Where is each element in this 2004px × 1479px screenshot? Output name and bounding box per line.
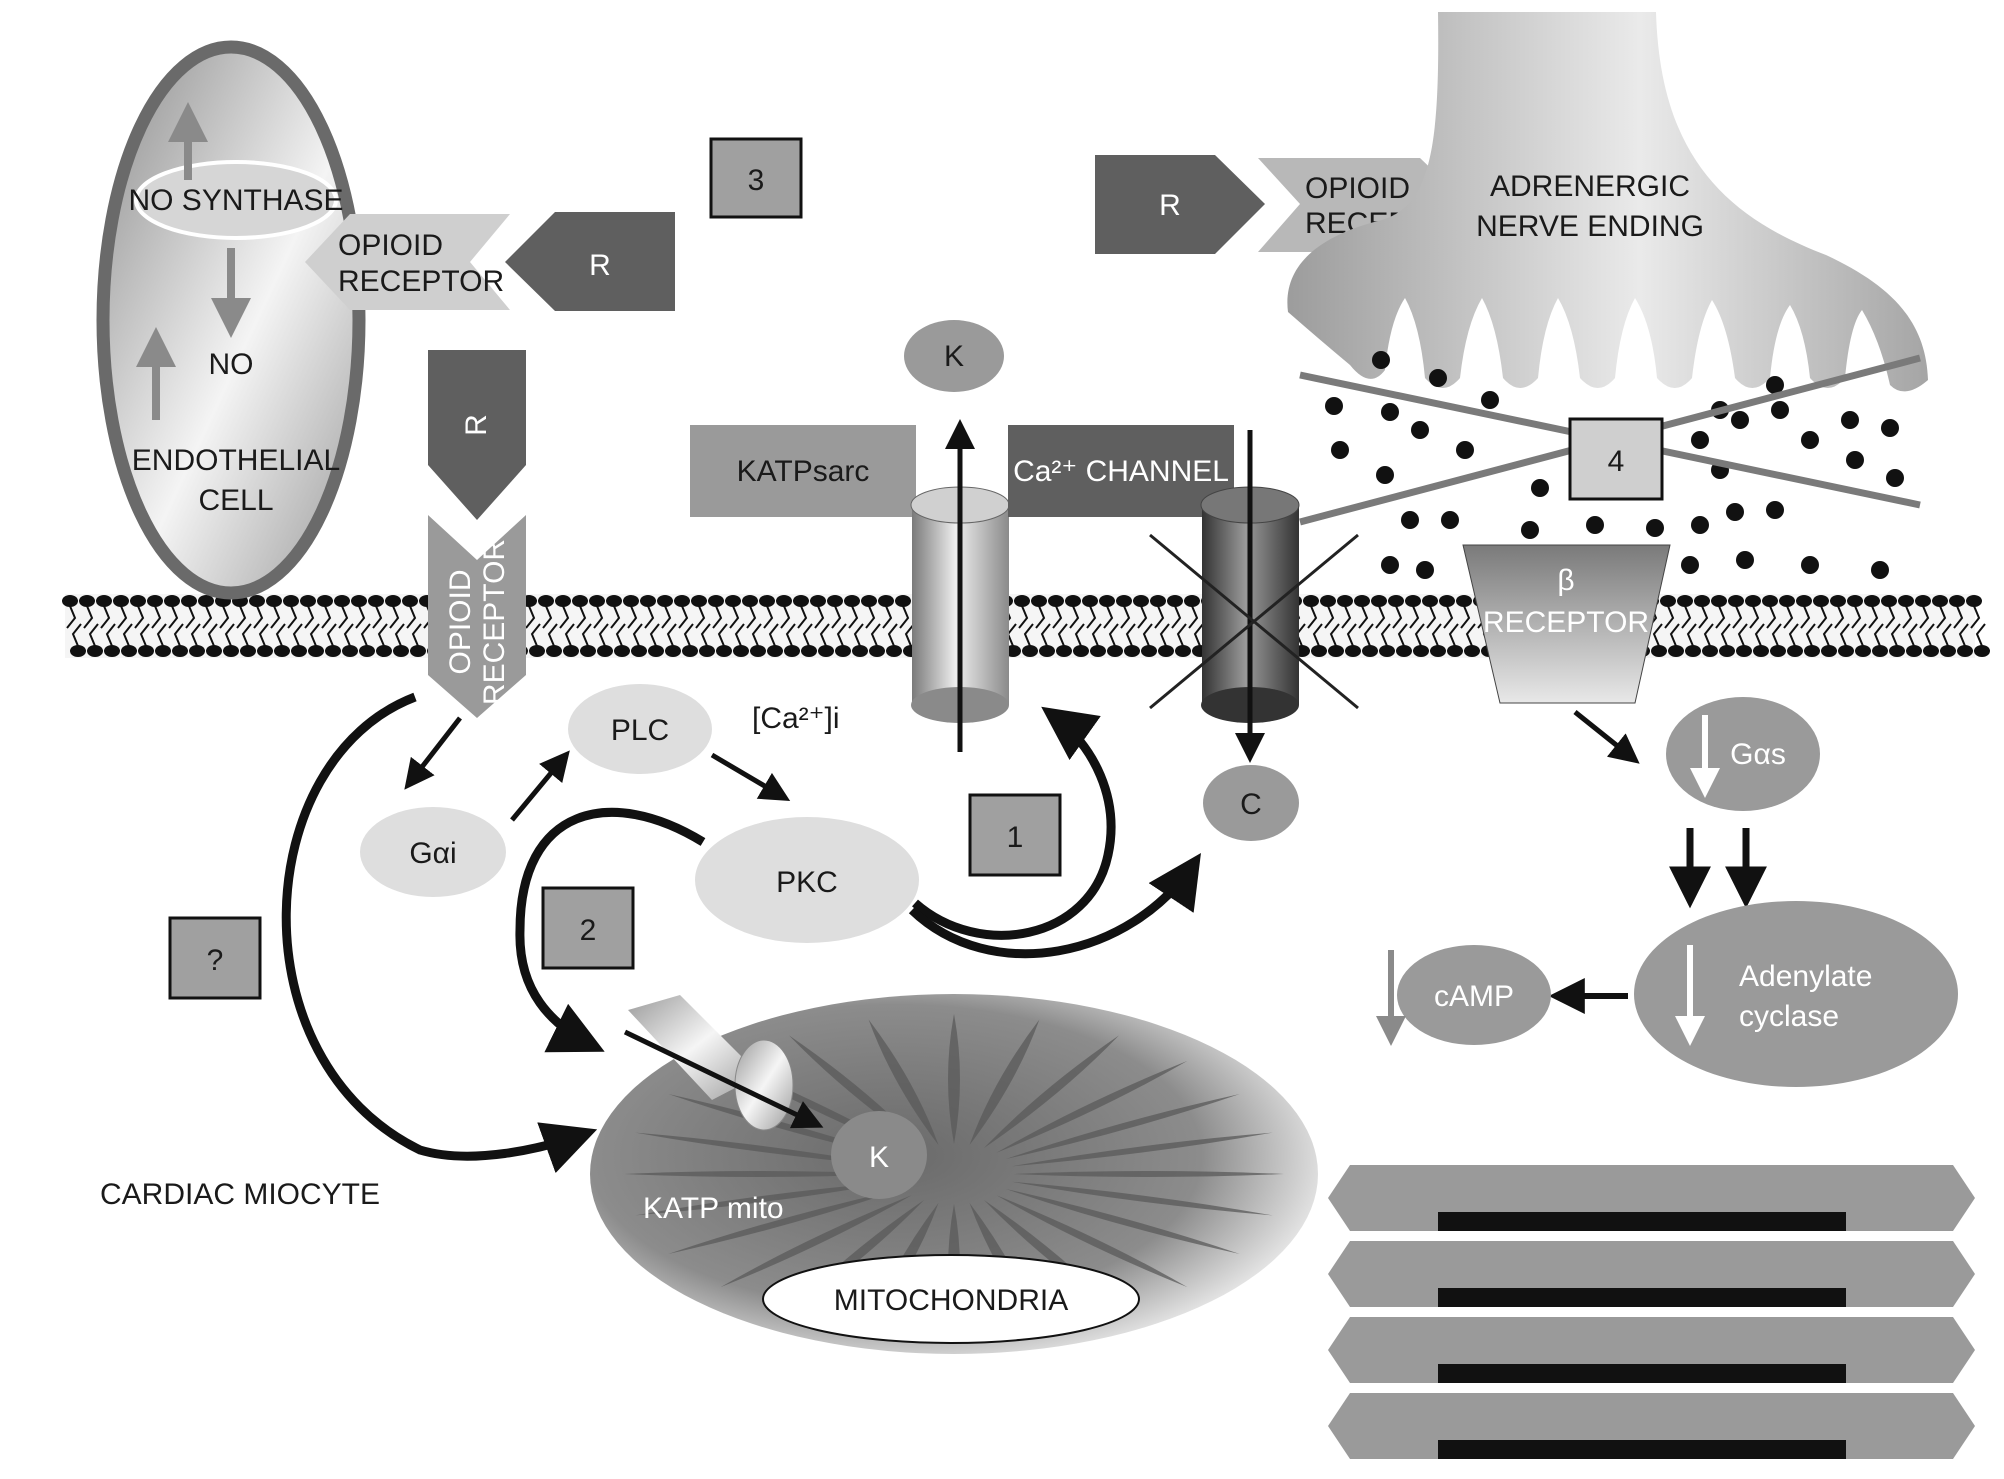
svg-text:R: R (589, 249, 611, 282)
mitochondria-label-oval (762, 1254, 1140, 1344)
label-box-3: 3 (709, 137, 803, 219)
cardiac-miocyte-label: CARDIAC MIOCYTE (100, 1178, 380, 1211)
svg-text:3: 3 (748, 164, 765, 197)
svg-text:?: ? (207, 944, 224, 977)
svg-text:Gαs: Gαs (1730, 738, 1786, 771)
svg-text:PLC: PLC (611, 714, 669, 747)
g-alpha-i: Gαi (360, 807, 506, 897)
no-label: NO (209, 348, 254, 381)
svg-text:RECEPTOR: RECEPTOR (338, 265, 504, 298)
label-box-2: 2 (541, 886, 635, 970)
ligand-r-left: R (505, 212, 675, 311)
ligand-r-vertical: R (428, 350, 526, 520)
svg-text:RECEPTOR: RECEPTOR (1483, 606, 1649, 639)
svg-text:OPIOID: OPIOID (338, 229, 443, 262)
svg-text:K: K (869, 1141, 889, 1174)
curved-arrow-icon (281, 692, 598, 1174)
svg-text:PKC: PKC (776, 866, 838, 899)
label-box-4: 4 (1568, 417, 1664, 501)
curved-arrow-icon (912, 706, 1116, 940)
adrenergic-nerve-ending: ADRENERGIC NERVE ENDING (1287, 12, 1928, 392)
svg-text:K: K (944, 340, 964, 373)
ligand-r-right: R (1095, 155, 1265, 254)
g-alpha-s: Gαs (1666, 697, 1820, 811)
endothelial-cell-label: ENDOTHELIAL (132, 444, 340, 477)
endothelial-cell: NO SYNTHASE NO ENDOTHELIAL CELL (96, 40, 366, 600)
svg-text:Gαi: Gαi (409, 837, 456, 870)
neurotransmitter-vesicles (1325, 351, 1904, 579)
katp-mito-label: KATP mito (643, 1192, 784, 1225)
myofibrils (1328, 1165, 1975, 1459)
svg-text:R: R (1159, 189, 1181, 222)
calcium-ion: C (1203, 765, 1299, 841)
svg-text:OPIOID: OPIOID (444, 569, 477, 674)
arrow-icon (710, 752, 791, 802)
intracellular-calcium-label: [Ca²⁺]i (752, 702, 840, 735)
arrow-icon (510, 750, 570, 822)
svg-text:Adenylate: Adenylate (1739, 960, 1872, 993)
endothelial-cell-label: CELL (198, 484, 273, 517)
opioid-receptor-left: OPIOID RECEPTOR (305, 214, 510, 310)
no-synthase-oval (134, 160, 338, 240)
svg-text:R: R (460, 414, 493, 436)
mitochondria-label: MITOCHONDRIA (834, 1284, 1068, 1317)
plc: PLC (568, 684, 712, 774)
svg-text:1: 1 (1007, 821, 1024, 854)
opioid-receptor-vertical: OPIOID RECEPTOR (428, 515, 526, 718)
mitochondrion: MITOCHONDRIA KATP mito K (590, 994, 1318, 1354)
cell-membrane (62, 594, 1990, 658)
potassium-ion-mito: K (831, 1111, 927, 1199)
pkc: PKC (695, 817, 919, 943)
svg-text:ADRENERGIC: ADRENERGIC (1490, 170, 1690, 203)
adenylate-cyclase: Adenylate cyclase (1634, 901, 1958, 1087)
no-synthase-label: NO SYNTHASE (128, 184, 343, 217)
svg-text:KATPsarc: KATPsarc (737, 455, 870, 488)
svg-text:β: β (1557, 564, 1574, 597)
label-box-1: 1 (968, 793, 1062, 877)
svg-text:OPIOID: OPIOID (1305, 172, 1410, 205)
beta-receptor: β RECEPTOR (1462, 544, 1671, 704)
block-cross-icon (1149, 533, 1359, 710)
curved-arrow-icon (908, 853, 1201, 959)
camp: cAMP (1397, 945, 1551, 1045)
svg-text:NERVE ENDING: NERVE ENDING (1476, 210, 1704, 243)
curved-arrow-icon (515, 807, 706, 1053)
svg-text:4: 4 (1608, 445, 1625, 478)
svg-text:Ca²⁺ CHANNEL: Ca²⁺ CHANNEL (1013, 455, 1229, 488)
potassium-ion-top: K (904, 320, 1004, 392)
svg-text:C: C (1240, 788, 1262, 821)
arrow-icon (404, 716, 462, 790)
ca-channel-label: Ca²⁺ CHANNEL (1008, 425, 1234, 517)
katpsarc-label: KATPsarc (690, 425, 916, 517)
svg-text:cAMP: cAMP (1434, 980, 1514, 1013)
svg-text:RECEPTOR: RECEPTOR (478, 539, 511, 705)
svg-text:cyclase: cyclase (1739, 1000, 1839, 1033)
svg-text:2: 2 (580, 914, 597, 947)
arrow-icon (1573, 710, 1640, 764)
k-influx-arrow-icon (623, 1029, 824, 1129)
label-box-question: ? (168, 916, 262, 1000)
